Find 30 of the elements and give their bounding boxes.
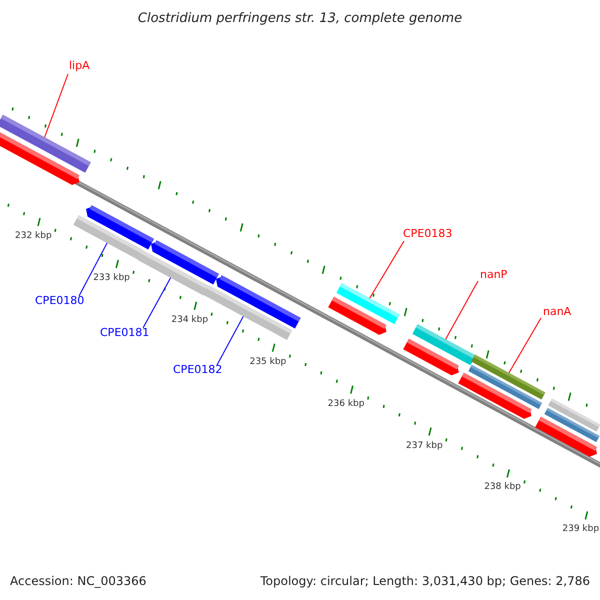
gene-bar: [137, 250, 209, 296]
gene-label: nanA: [543, 305, 572, 318]
leader-line: [142, 277, 172, 328]
scale-label: 235 kbp: [250, 356, 286, 368]
scale-label: 233 kbp: [93, 272, 130, 284]
leader-line: [369, 240, 404, 299]
gene-label: CPE0183: [403, 227, 452, 240]
genome-info: Topology: circular; Length: 3,031,430 bp; Genes: 2,786: [260, 574, 590, 588]
scale-label: 234 kbp: [171, 314, 208, 326]
leader-line: [44, 74, 68, 138]
leader-line: [78, 242, 108, 296]
gene-bar: [73, 215, 143, 260]
scale-label: 238 kbp: [484, 482, 521, 494]
gene-feature: [458, 372, 532, 419]
gene-label: CPE0182: [173, 363, 222, 376]
gene-feature: [328, 296, 387, 335]
gene-feature: [535, 416, 598, 457]
scale-label: 232 kbp: [15, 231, 52, 242]
gene-label: lipA: [69, 59, 90, 72]
gene-feature: [0, 130, 80, 185]
scale-label: 239 kbp: [562, 524, 600, 536]
leader-line: [445, 280, 478, 340]
scale-label: 236 kbp: [328, 398, 364, 410]
accession-number: Accession: NC_003366: [10, 574, 146, 588]
gene-feature: [403, 338, 459, 376]
gene-label: CPE0180: [35, 294, 84, 307]
scale-label: 237 kbp: [406, 440, 443, 452]
gene-label: CPE0181: [100, 326, 150, 339]
gene-label: nanP: [480, 268, 508, 281]
title: Clostridium perfringens str. 13, complete genome: [136, 10, 464, 28]
